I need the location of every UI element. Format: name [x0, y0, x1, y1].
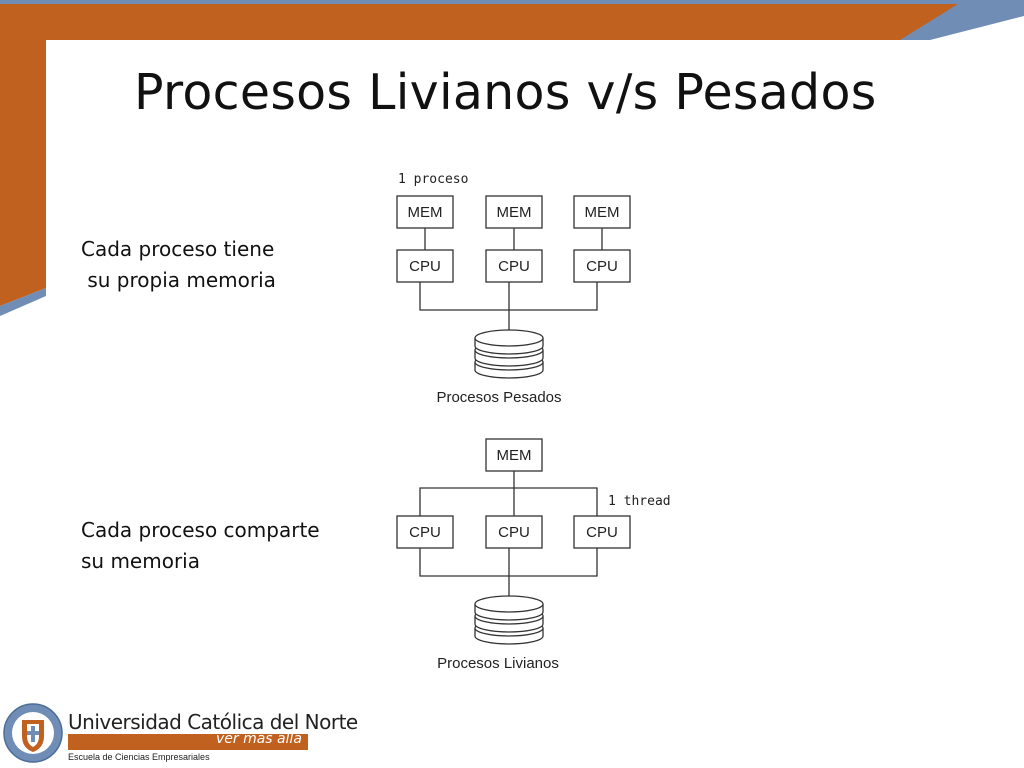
heavy-mem-label-2: MEM — [497, 204, 532, 221]
university-seal-icon — [3, 703, 63, 763]
left-orange-band — [0, 40, 46, 306]
process-diagram: 1 proceso MEM MEM MEM CPU CPU CPU Proces… — [396, 172, 671, 672]
heavy-cpu-label-3: CPU — [586, 258, 618, 275]
heavy-mem-label-1: MEM — [408, 204, 443, 221]
heavy-cpu-label-2: CPU — [498, 258, 530, 275]
heavy-mem-label-3: MEM — [585, 204, 620, 221]
heavy-mem-box-2 — [485, 195, 543, 229]
light-cpu-label-3: CPU — [586, 524, 618, 541]
tagline-bar: ver más allá — [68, 731, 308, 750]
light-caption-line-2: su memoria — [81, 549, 200, 573]
heavy-caption-line-1: Cada proceso tiene — [81, 237, 275, 261]
light-cpu-box-3 — [573, 515, 631, 549]
heavy-process-caption: Cada proceso tiene su propia memoria — [81, 234, 276, 296]
heavy-annotation: 1 proceso — [398, 172, 468, 187]
heavy-cpu-box-2 — [485, 249, 543, 283]
light-mem-label: MEM — [497, 447, 532, 464]
light-cpu-label-1: CPU — [409, 524, 441, 541]
heavy-caption-line-2: su propia memoria — [81, 268, 276, 292]
heavy-diagram-caption: Procesos Pesados — [436, 389, 561, 406]
light-annotation: 1 thread — [608, 494, 671, 509]
left-blue-edge — [0, 288, 46, 316]
top-orange-band — [0, 4, 958, 40]
heavy-cpu-box-1 — [396, 249, 454, 283]
university-name: Universidad Católica del Norte — [68, 710, 358, 734]
heavy-mem-box-3 — [573, 195, 631, 229]
top-right-blue-wedge — [900, 4, 1024, 40]
light-mem-box — [485, 438, 543, 472]
light-disk-icon — [474, 595, 544, 645]
school-name: Escuela de Ciencias Empresariales — [68, 752, 210, 762]
top-blue-stripe — [0, 0, 1024, 4]
heavy-disk-icon — [474, 329, 544, 379]
tagline: ver más allá — [215, 731, 302, 747]
light-cpu-box-1 — [396, 515, 454, 549]
light-diagram-caption: Procesos Livianos — [437, 655, 559, 672]
heavy-cpu-label-1: CPU — [409, 258, 441, 275]
light-caption-line-1: Cada proceso comparte — [81, 518, 320, 542]
university-logo: Universidad Católica del Norte ver más a… — [2, 700, 358, 768]
slide-title: Procesos Livianos v/s Pesados — [134, 64, 877, 121]
light-mem-links — [419, 471, 598, 516]
light-cpu-box-2 — [485, 515, 543, 549]
light-cpu-label-2: CPU — [498, 524, 530, 541]
heavy-cpu-box-3 — [573, 249, 631, 283]
light-process-caption: Cada proceso comparte su memoria — [81, 515, 320, 577]
